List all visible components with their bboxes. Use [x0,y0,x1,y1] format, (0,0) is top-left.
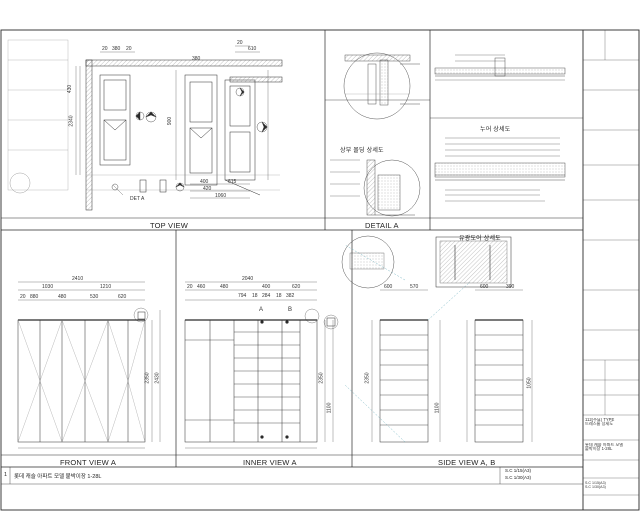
front-dim-p3: 480 [58,294,67,300]
inner-dim-s1: 794 [238,293,247,299]
top-dim-d7: 400 [200,179,209,185]
title-block-client: 롯데 캐슬 아파트 모델 붙박이장 1-28L [583,443,639,451]
project-subtitle: 드레스룸 상세도 [585,421,614,426]
front-dim-h1: 2350 [144,372,151,384]
inner-dim-s3: 284 [262,293,271,299]
inner-view-title: INNER VIEW A [243,458,297,467]
footer-scale-2: S.C 1/30(A3) [505,475,532,480]
project-title: 112(주요) TYPE [585,418,615,422]
footer-description: 롯데 캐슬 아파트 모델 붙박이장 1-28L [14,474,102,480]
sliding-door-caption: 유광도어 상세도 [459,236,501,242]
front-view-drawing [17,281,161,449]
inner-dim-h1: 2350 [318,372,325,384]
drawing-name: 붙박이장 1-28L [585,446,613,451]
side-dim-w4: 390 [506,284,515,290]
inner-dim-p4: 400 [262,284,271,290]
top-dim-d3: 20 [126,46,132,52]
front-dim-right: 1210 [100,284,112,290]
det-a-marker: DET A [130,196,145,202]
front-dim-p2: 880 [30,294,39,300]
inner-dim-p5: 620 [292,284,301,290]
top-dim-d4: 20 [237,40,243,46]
side-dim-h2: 1100 [434,402,441,414]
sill-detail-drawing [434,54,566,202]
upper-molding-caption: 상부 몰딩 상세도 [340,148,384,154]
top-dim-d5: 610 [248,46,257,52]
side-dim-h1: 2350 [364,372,371,384]
section-a-marker: A [259,307,264,313]
inner-dim-h2: 1100 [326,402,333,414]
inner-dim-total: 2040 [242,276,254,282]
inner-dim-s5: 382 [286,293,295,299]
top-dim-d1: 20 [102,46,108,52]
front-dim-p1: 20 [20,294,26,300]
front-dim-h2: 2430 [154,372,161,384]
footer-scale-1: S.C 1/15(A3) [505,468,532,473]
scale-secondary: S.C 1/30(A3) [585,485,606,489]
sheet-frame [0,29,640,511]
side-view-drawing [341,235,533,443]
top-dim-d13: 900 [167,116,174,126]
top-dim-d2: 380 [112,46,121,52]
top-dim-d8: 615 [228,179,237,185]
side-dim-h3: 1050 [526,377,533,389]
section-arrow-icons [135,87,268,192]
section-b-marker: B [288,307,293,313]
top-dim-d9: 420 [203,186,212,192]
front-dim-total: 2410 [72,276,84,282]
top-view-title: TOP VIEW [150,221,188,230]
front-dim-p4: 530 [90,294,99,300]
top-dim-d6: 380 [192,56,201,62]
inner-dim-s2: 18 [252,293,258,299]
front-dim-left: 1030 [42,284,54,290]
side-dim-w3: 600 [480,284,489,290]
top-view-drawing [7,39,283,211]
front-dim-p5: 620 [118,294,127,300]
inner-view-drawing [184,281,339,449]
client-name: 롯데 캐슬 아파트 모델 [585,443,624,447]
inner-dim-p2: 460 [197,284,206,290]
title-block-frame [583,30,639,496]
inner-dim-p3: 480 [220,284,229,290]
side-dim-w1: 600 [384,284,393,290]
scale-primary: S.C 1/15(A3) [585,481,606,485]
sill-detail-caption: 누어 상세도 [480,127,511,133]
side-view-title: SIDE VIEW A, B [438,458,496,467]
title-block-scale: S.C 1/15(A3) S.C 1/30(A3) [583,481,639,489]
top-dim-d12: 430 [67,84,74,94]
footer-index: 1 [4,472,8,478]
inner-dim-p1: 20 [187,284,193,290]
top-dim-d10: 1060 [215,193,227,199]
detail-a-title: DETAIL A [365,221,399,230]
detail-a-drawing [330,52,421,217]
inner-dim-s4: 18 [276,293,282,299]
front-view-title: FRONT VIEW A [60,458,117,467]
side-dim-w2: 570 [410,284,419,290]
title-block-project: 112(주요) TYPE 드레스룸 상세도 [583,418,639,426]
top-dim-d11: 2340 [68,115,75,127]
